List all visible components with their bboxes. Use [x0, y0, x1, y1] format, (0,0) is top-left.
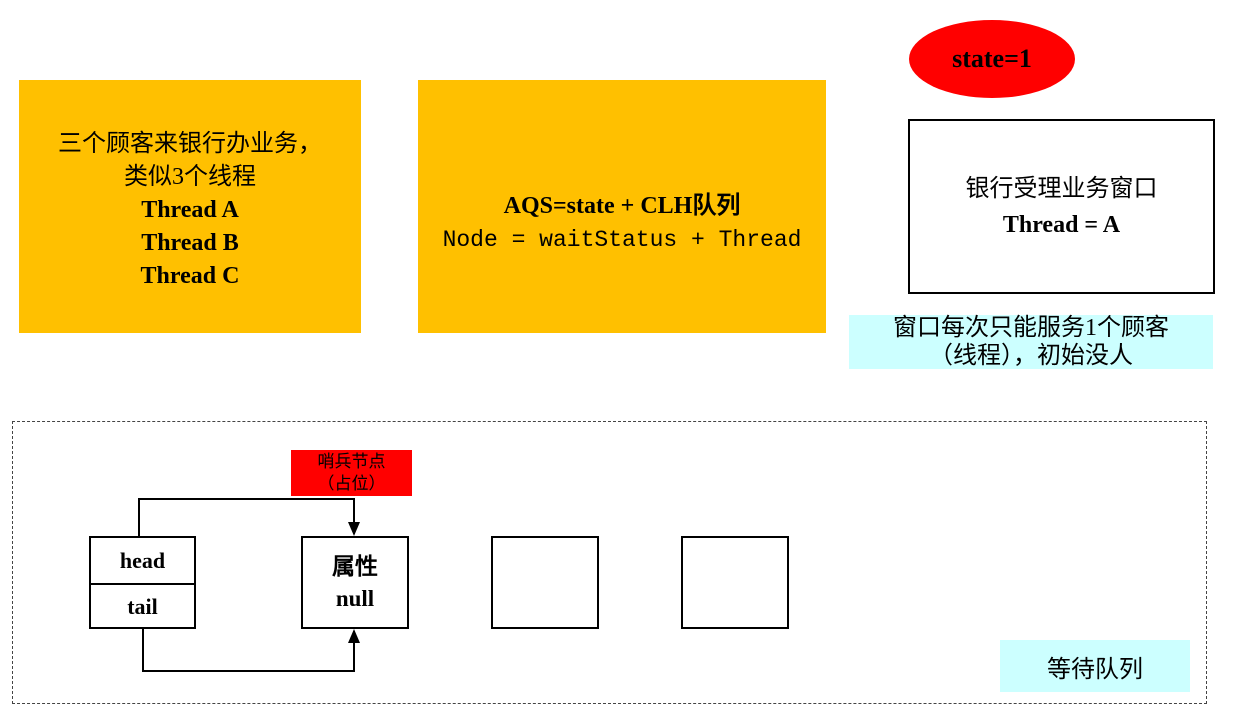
tail-field: tail [127, 594, 158, 619]
window-thread: Thread = A [1002, 211, 1121, 238]
aqs-box: AQS=state + CLH队列 Node = waitStatus + Th… [418, 80, 826, 333]
customers-line-1: 三个顾客来银行办业务， [58, 131, 322, 157]
wait-queue-text: 等待队列 [1047, 656, 1143, 683]
attr-null: null [335, 585, 375, 611]
sentinel-node-label: 哨兵节点 （占位） [291, 450, 412, 496]
bank-window-box: 银行受理业务窗口 Thread = A [908, 119, 1215, 294]
sentinel-line-2: （占位） [317, 474, 386, 493]
wait-queue-frame [12, 421, 1207, 704]
window-note-line-1: 窗口每次只能服务1个顾客 [893, 315, 1169, 341]
empty-queue-node [491, 536, 599, 629]
head-field: head [91, 538, 194, 585]
head-arrowhead [348, 522, 360, 536]
aqs-formula: AQS=state + CLH队列 [503, 192, 741, 219]
tail-arrowhead [348, 629, 360, 643]
thread-b-label: Thread B [141, 230, 239, 256]
sentinel-node: 属性 null [301, 536, 409, 629]
window-note-line-2: （线程），初始没人 [929, 343, 1133, 369]
wait-queue-label: 等待队列 [1000, 640, 1190, 692]
empty-queue-node [681, 536, 789, 629]
tail-pointer-arrow [142, 629, 355, 672]
customers-line-2: 类似3个线程 [124, 164, 256, 190]
customers-box: 三个顾客来银行办业务， 类似3个线程 Thread A Thread B Thr… [19, 80, 361, 333]
state-oval: state=1 [909, 20, 1075, 98]
thread-c-label: Thread C [140, 263, 240, 289]
sentinel-line-1: 哨兵节点 [317, 452, 386, 471]
window-note: 窗口每次只能服务1个顾客 （线程），初始没人 [849, 315, 1213, 369]
attr-label: 属性 [332, 553, 378, 579]
state-text: state=1 [952, 44, 1032, 73]
window-title: 银行受理业务窗口 [965, 175, 1158, 202]
head-pointer-arrow [138, 498, 355, 536]
thread-a-label: Thread A [141, 197, 239, 223]
head-tail-node: head tail [89, 536, 196, 629]
node-formula: Node = waitStatus + Thread [442, 226, 802, 253]
